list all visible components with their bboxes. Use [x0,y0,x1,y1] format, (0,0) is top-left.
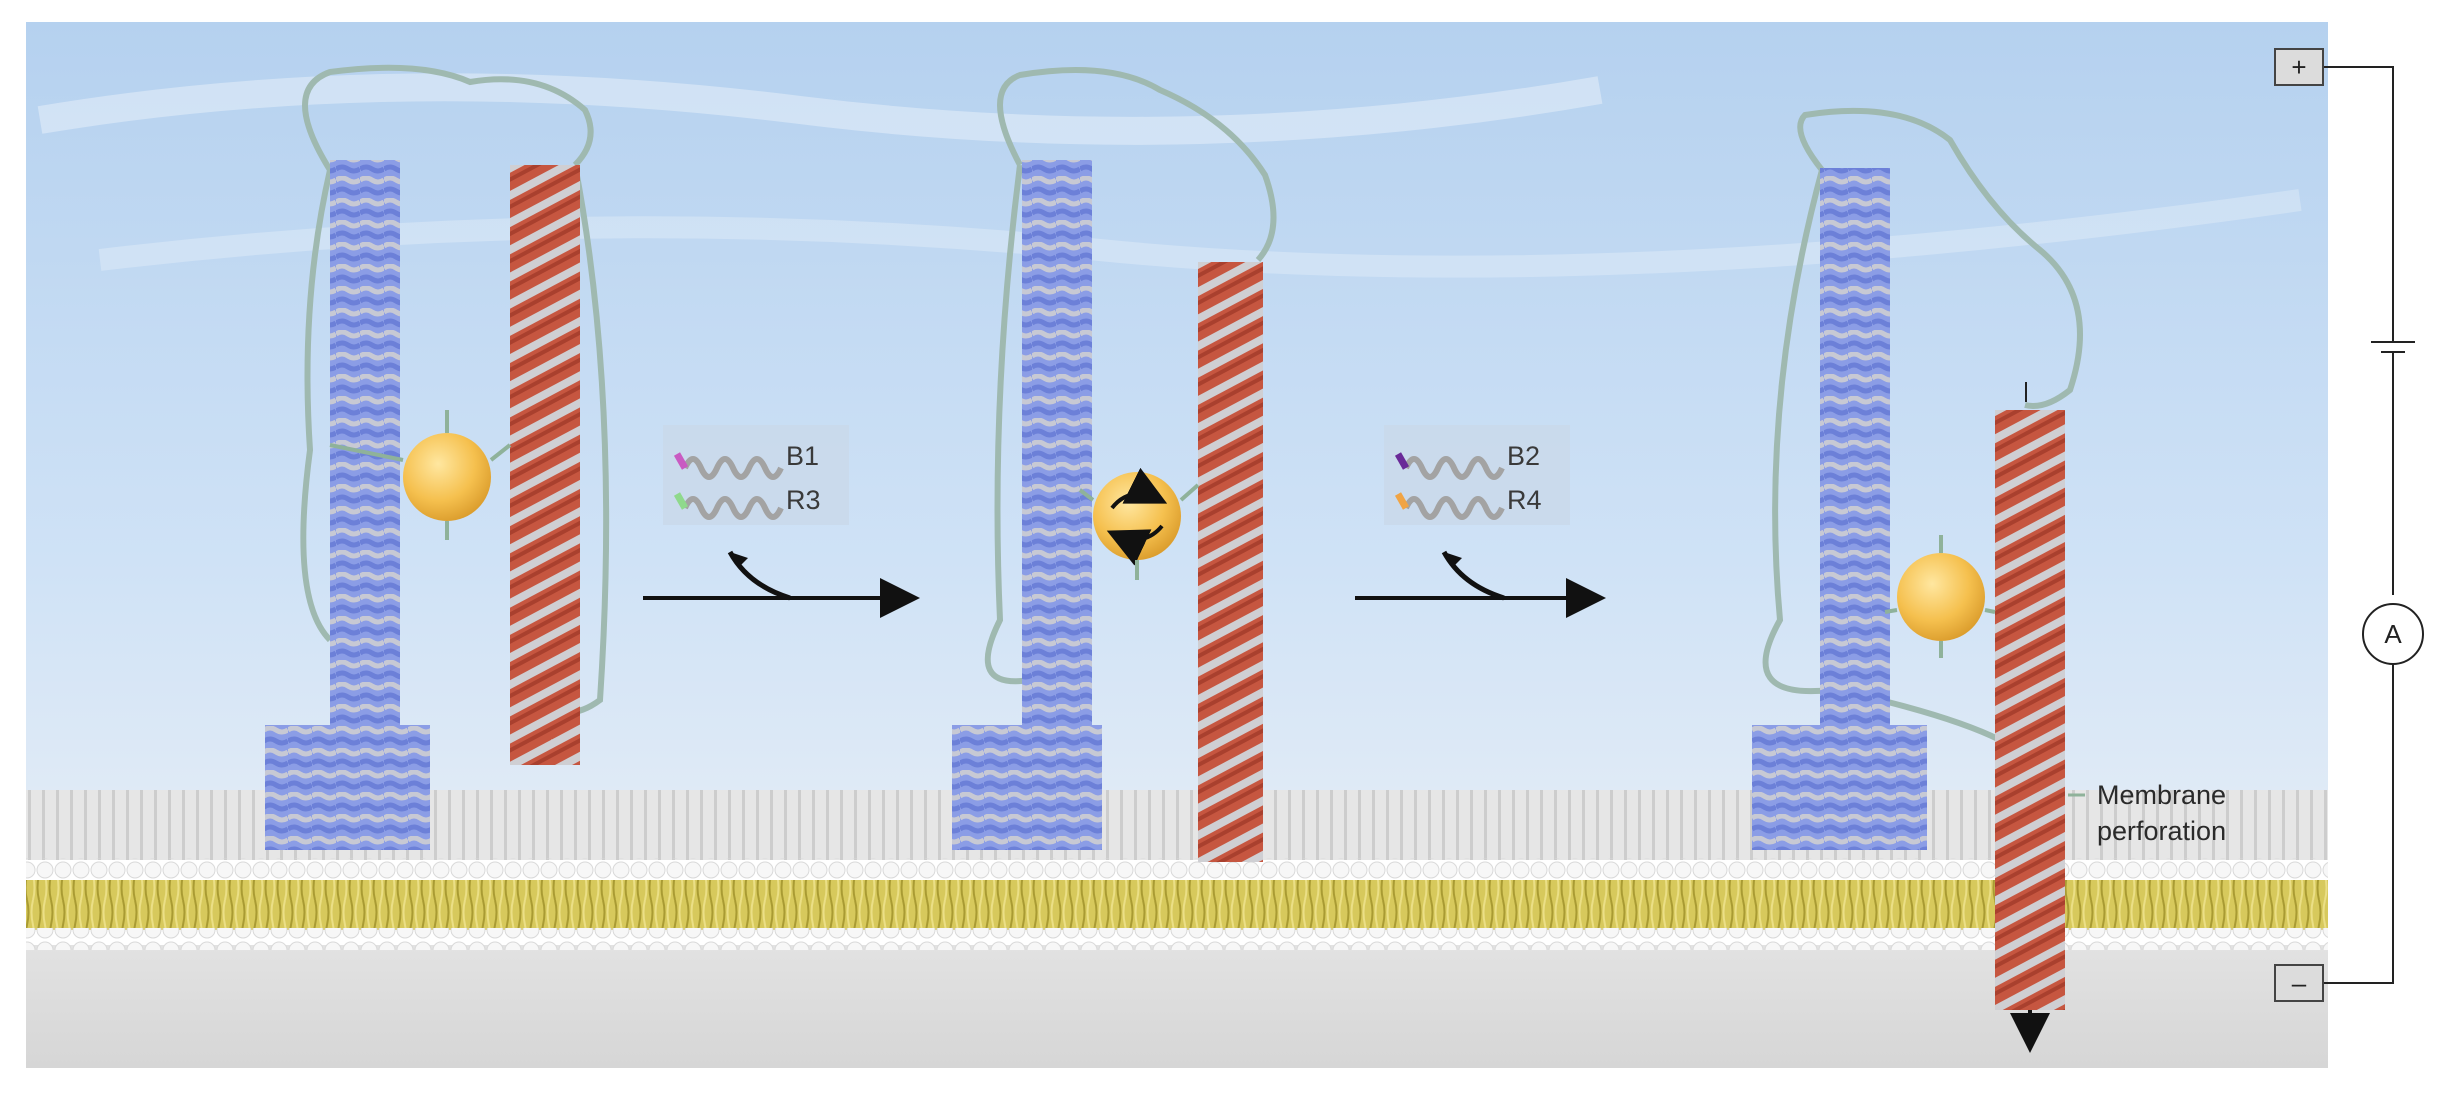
floor-background [26,945,2328,1068]
negative-electrode [2274,964,2324,1002]
membrane-perforation-label-line2: perforation [2097,816,2226,846]
reaction-arrow-2 [1355,550,1606,618]
blue-dna-base [265,725,430,850]
flexible-tether [1762,107,2083,743]
cloud-streak [37,73,1603,145]
blue-dna-bundle [330,160,400,730]
membrane-perforation-label-line1: Membrane [2097,780,2226,810]
legend-box-1: B1 R3 [663,425,849,525]
strand-r4-icon [1403,496,1505,520]
negative-electrode-label: – [2292,968,2307,998]
measurement-circuit: A + – [2274,48,2424,1002]
ammeter-label: A [2384,619,2402,649]
sky-background [26,22,2328,792]
reaction-arrow-1 [643,550,920,618]
blue-dna-base [952,725,1102,850]
legend-b2-label: B2 [1507,441,1540,471]
legend-r4-label: R4 [1507,485,1542,515]
strand-b1-icon [682,456,784,480]
red-dna-bundle-inserted [1995,410,2065,1010]
legend-r3-label: R3 [786,485,821,515]
gold-nanoparticle [403,433,491,521]
legend-b1-label: B1 [786,441,819,471]
strand-r3-icon [682,496,784,520]
flexible-tether [984,67,1277,685]
blue-dna-bundle [1820,168,1890,738]
blue-dna-bundle [1022,160,1092,730]
strand-b2-icon [1403,456,1505,480]
gold-nanoparticle [1897,553,1985,641]
legend-box-2: B2 R4 [1384,425,1570,525]
positive-electrode [2274,48,2324,86]
red-dna-bundle [510,165,580,765]
rotation-arrows-icon [1110,467,1168,510]
red-dna-bundle [1198,262,1263,862]
stage-2-nanostructure [952,67,1277,862]
positive-electrode-label: + [2291,52,2306,82]
stage-1-nanostructure [265,64,610,850]
blue-dna-base [1752,725,1927,850]
gold-nanoparticle [1093,472,1181,560]
stage-3-nanostructure [1752,107,2085,1053]
